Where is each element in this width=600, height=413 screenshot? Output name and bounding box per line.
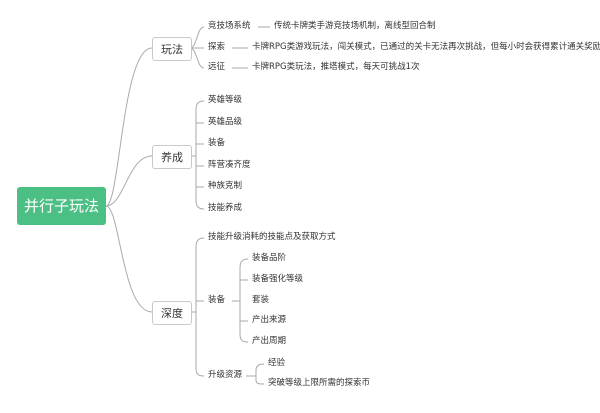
item-shendu-zhuangbei[interactable]: 装备: [208, 295, 226, 305]
item-tansuo-desc: 卡牌RPG类游戏玩法，闯关模式，已通过的关卡无法再次挑战，但每小时会获得累计通关…: [252, 42, 600, 52]
connector-root-yangcheng: [105, 155, 153, 207]
branch-yangcheng[interactable]: 养成: [152, 145, 192, 169]
item-tansuo[interactable]: 探索: [208, 42, 226, 52]
item-taozhuang[interactable]: 套装: [252, 295, 270, 305]
item-zhenying[interactable]: 阵营凑齐度: [208, 160, 251, 170]
item-jingyan[interactable]: 经验: [268, 358, 286, 368]
connector-wanfa-items: [189, 26, 205, 69]
connector-root-shendu: [105, 205, 153, 313]
item-yuanzheng-desc: 卡牌RPG类玩法，推塔模式，每天可挑战1次: [252, 62, 420, 72]
root-node[interactable]: 并行子玩法: [17, 187, 106, 225]
item-yuanzheng[interactable]: 远征: [208, 62, 226, 72]
connector-root-wanfa: [105, 47, 153, 207]
connector-shengji-children: [246, 363, 265, 385]
item-jineng-shengji[interactable]: 技能升级消耗的技能点及获取方式: [208, 232, 336, 242]
connector-shendu-items: [190, 237, 205, 377]
item-jingjichang-desc: 传统卡牌类手游竞技场机制，离线型回合制: [274, 21, 436, 31]
item-zhongzu[interactable]: 种族克制: [208, 181, 243, 191]
item-tupo-tansuobi[interactable]: 突破等级上限所需的探索币: [268, 378, 371, 388]
item-zhuangbei-qianghua[interactable]: 装备强化等级: [252, 274, 304, 284]
item-zhuangbei-pinjie[interactable]: 装备品阶: [252, 253, 287, 263]
connector-zhuangbei-children: [232, 258, 249, 343]
branch-shendu[interactable]: 深度: [152, 301, 192, 325]
item-yingxiong-dengji[interactable]: 英雄等级: [208, 95, 243, 105]
item-jineng-yangcheng[interactable]: 技能养成: [208, 203, 243, 213]
branch-wanfa[interactable]: 玩法: [152, 37, 192, 61]
item-jingjichang[interactable]: 竞技场系统: [208, 21, 251, 31]
item-yingxiong-pinji[interactable]: 英雄品级: [208, 117, 243, 127]
item-chanchu-zhouqi[interactable]: 产出周期: [252, 336, 287, 346]
item-zhuangbei[interactable]: 装备: [208, 138, 226, 148]
item-shengji-ziyuan[interactable]: 升级资源: [208, 370, 243, 380]
item-chanchu-laiyuan[interactable]: 产出来源: [252, 315, 287, 325]
connector-yangcheng-items: [190, 100, 205, 210]
